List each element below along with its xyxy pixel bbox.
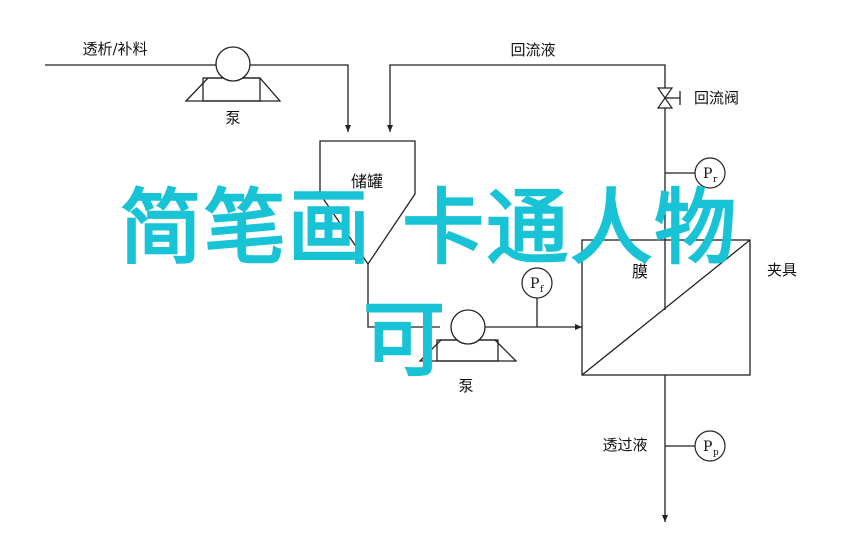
pressure-r-symbol: P: [703, 166, 712, 182]
pressure-gauge-r: P r: [665, 157, 726, 189]
reflux-valve-symbol: [656, 87, 681, 109]
tank-label: 储罐: [351, 172, 383, 191]
pressure-p-subscript: p: [713, 448, 719, 458]
pressure-gauge-p: P p: [665, 430, 726, 462]
pump-top-label: 泵: [225, 109, 240, 127]
pressure-f-symbol: P: [530, 276, 539, 292]
overlay-title-line2: 可: [362, 293, 445, 388]
pump-bottom-label: 泵: [458, 377, 473, 395]
storage-tank: [319, 140, 416, 266]
permeate-label: 透过液: [602, 436, 647, 454]
tank-outlet-line: [367, 264, 440, 328]
reflux-liquid-label: 回流液: [510, 41, 555, 59]
membrane-label: 膜: [632, 262, 648, 281]
reflux-valve-label: 回流阀: [694, 89, 739, 107]
pressure-p-symbol: P: [703, 439, 712, 455]
pressure-gauge-f: P f: [521, 267, 553, 327]
overlay-title-line1: 简笔画 卡通人物: [119, 181, 739, 276]
clamp-label: 夹具: [767, 261, 797, 279]
bottom-pump: [418, 309, 518, 362]
pressure-r-subscript: r: [713, 175, 718, 185]
feed-label: 透析/补料: [82, 40, 147, 58]
feed-line: [45, 64, 351, 132]
reflux-line: [387, 64, 666, 310]
pressure-f-subscript: f: [540, 285, 544, 295]
membrane-module: [581, 239, 751, 376]
top-pump: [184, 46, 282, 102]
